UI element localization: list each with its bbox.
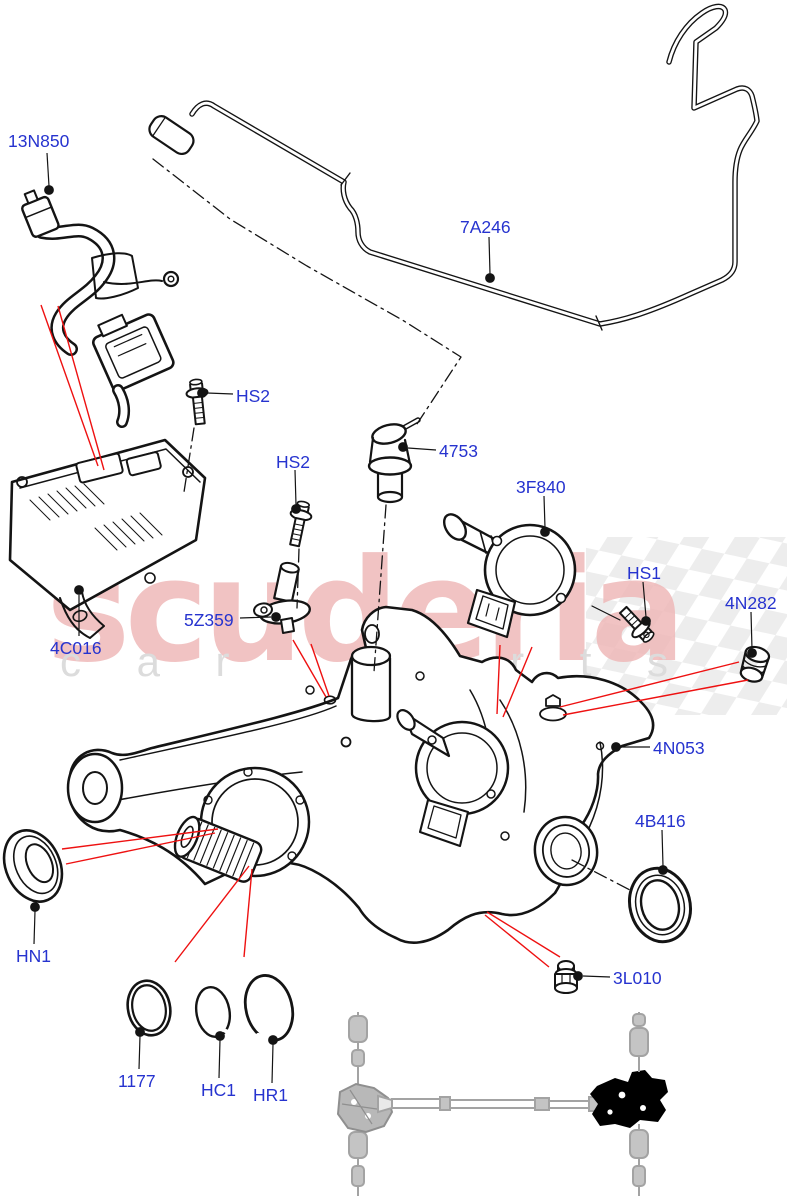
callout-3l010[interactable]: 3L010 [613,968,662,988]
callout-hc1[interactable]: HC1 [201,1080,237,1100]
callout-4c016[interactable]: 4C016 [50,638,102,658]
callout-7a246[interactable]: 7A246 [460,217,511,237]
callout-hn1[interactable]: HN1 [16,946,52,966]
schematic-highlighted-rear-diff [590,1070,668,1128]
breather-pipe-7a246-drawing [148,3,760,331]
plug-4n282-drawing [739,645,771,683]
locator-dashed-lines [152,158,631,891]
seal-4b416-drawing [628,866,692,944]
snap-ring-hr1-drawing [243,974,295,1044]
callout-1177[interactable]: 1177 [118,1071,156,1091]
seal-1177-drawing [126,979,172,1037]
callout-4753[interactable]: 4753 [439,441,478,461]
snap-ring-hc1-drawing [194,986,236,1038]
harness-13n850-drawing [21,189,180,428]
callout-hr1[interactable]: HR1 [253,1085,289,1105]
callout-13n850[interactable]: 13N850 [8,131,70,151]
actuator-3f840-drawing [442,513,577,639]
callout-5z359[interactable]: 5Z359 [184,610,234,630]
callout-hs1[interactable]: HS1 [627,563,662,583]
breather-valve-4753-drawing [367,417,421,504]
rear-drive-unit-drawing [66,605,655,944]
callout-hs2-upper[interactable]: HS2 [236,386,271,406]
callout-3f840[interactable]: 3F840 [516,477,566,497]
callout-4n053[interactable]: 4N053 [653,738,705,758]
callout-hs2-lower[interactable]: HS2 [276,452,311,472]
callout-4b416[interactable]: 4B416 [635,811,686,831]
ecu-4c016-drawing [8,438,207,639]
callout-4n282[interactable]: 4N282 [725,593,777,613]
cap-hn1-drawing [2,829,64,903]
bolt-hs2-upper-drawing [185,378,209,426]
sensor-5z359-drawing [253,561,311,634]
driveline-location-schematic [336,1012,668,1196]
callout-leaders [30,152,757,1084]
drain-plug-3l010-drawing [554,960,578,994]
red-pointer-lines [40,304,749,968]
